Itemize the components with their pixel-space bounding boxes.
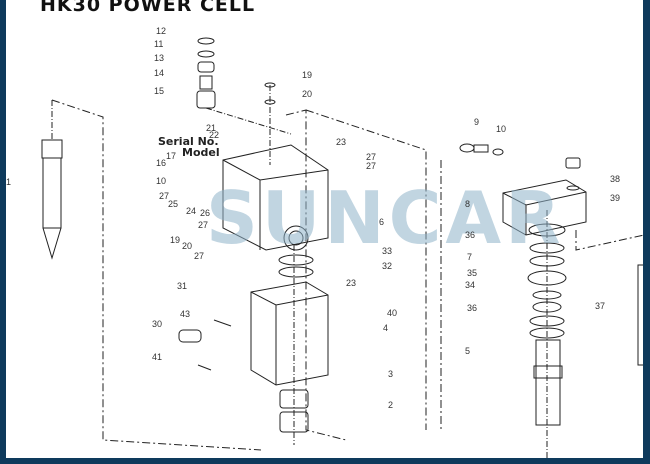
part-label: 31 <box>177 281 188 291</box>
part-label: 3 <box>388 369 394 379</box>
model-annotation: Model <box>182 146 220 159</box>
part-label: 36 <box>465 230 476 240</box>
part-label: 20 <box>182 241 193 251</box>
part-label: 4 <box>383 323 389 333</box>
part-label: 39 <box>610 193 621 203</box>
part-label: 5 <box>465 346 471 356</box>
part-label: 12 <box>156 26 167 36</box>
part-label: 27 <box>198 220 209 230</box>
main-body-block <box>222 109 427 441</box>
part-label: 2 <box>388 400 394 410</box>
part-label: 21 <box>206 123 217 133</box>
part-label: 38 <box>610 174 621 184</box>
lower-cylinder-block <box>178 245 329 445</box>
part-label: 27 <box>159 191 170 201</box>
part-label: 20 <box>302 89 313 99</box>
part-label: 23 <box>346 278 357 288</box>
upper-valve-stack <box>196 37 292 165</box>
watermark: SUNCAR <box>206 176 565 260</box>
exploded-parts-drawing <box>41 37 643 458</box>
part-label: 9 <box>474 117 480 127</box>
diagram-title: HK30 POWER CELL <box>40 0 256 16</box>
part-label: 1 <box>6 177 12 187</box>
part-label: 33 <box>382 246 393 256</box>
part-label: 10 <box>156 176 167 186</box>
part-label: 11 <box>154 39 164 49</box>
part-label: 10 <box>496 124 507 134</box>
part-label: 26 <box>200 208 211 218</box>
part-label: 41 <box>152 352 163 362</box>
part-label: 36 <box>467 303 478 313</box>
part-label: 6 <box>379 217 385 227</box>
part-label: 24 <box>186 206 197 216</box>
part-label: 37 <box>595 301 606 311</box>
part-label: 8 <box>465 199 471 209</box>
part-label: 14 <box>154 68 165 78</box>
part-label: 25 <box>168 199 179 209</box>
part-label: 34 <box>465 280 476 290</box>
part-label: 7 <box>467 252 473 262</box>
part-label: 35 <box>467 268 478 278</box>
part-label: 30 <box>152 319 163 329</box>
serial-no-annotation: Serial No. <box>158 135 219 148</box>
part-label: 17 <box>166 151 177 161</box>
part-label: 22 <box>209 130 220 140</box>
diagram-sheet: HK30 POWER CELL <box>6 0 643 458</box>
chisel-part <box>41 99 262 451</box>
part-label: 43 <box>180 309 191 319</box>
part-label: 40 <box>387 308 398 318</box>
front-head-assembly <box>440 143 643 458</box>
part-label: 27 <box>366 161 377 171</box>
part-label: 19 <box>302 70 313 80</box>
part-label: 27 <box>366 152 377 162</box>
part-label: 13 <box>154 53 165 63</box>
part-label: 19 <box>170 235 181 245</box>
part-label: 27 <box>194 251 205 261</box>
part-label: 32 <box>382 261 393 271</box>
part-label: 23 <box>336 137 347 147</box>
part-label: 15 <box>154 86 165 96</box>
part-label: 16 <box>156 158 167 168</box>
